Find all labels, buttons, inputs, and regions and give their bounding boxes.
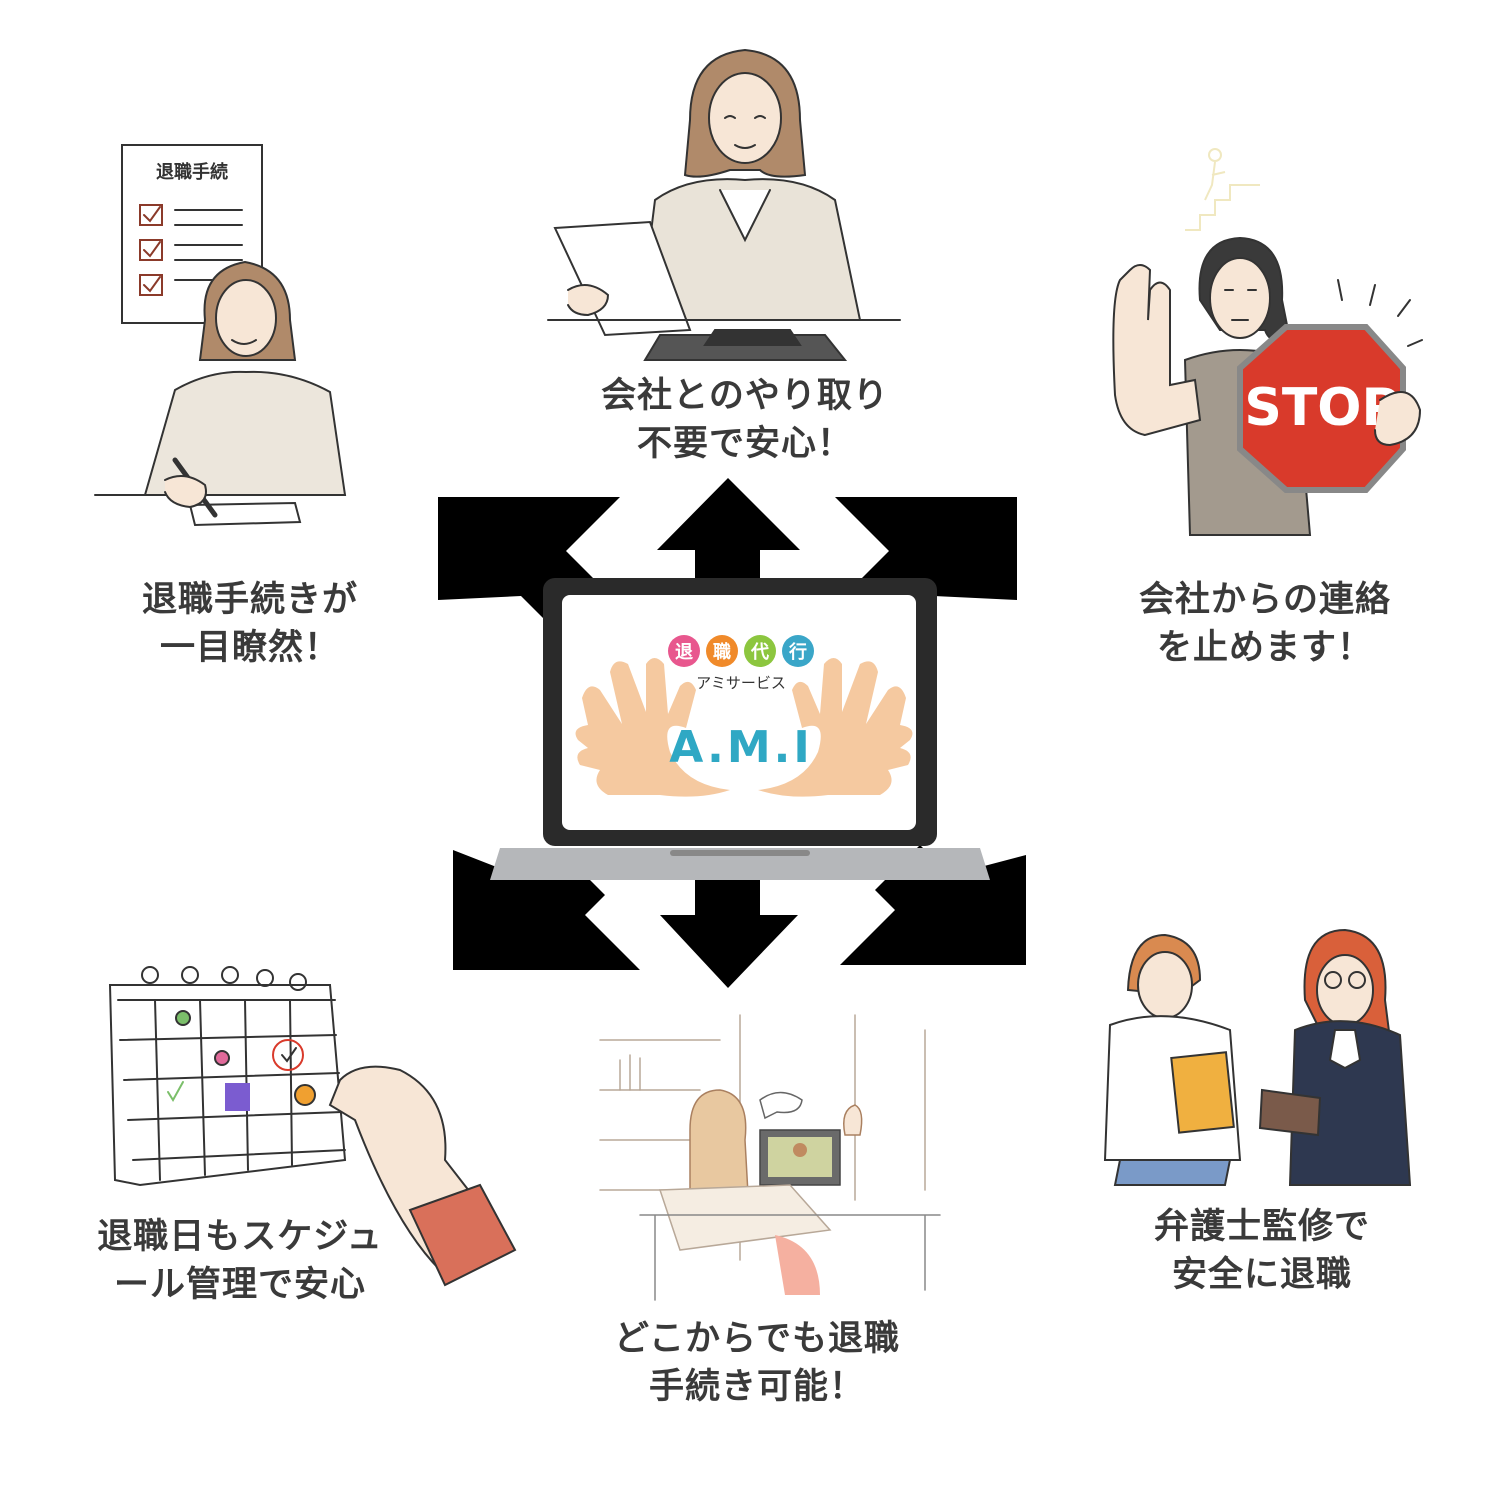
checklist-woman-illustration: 退職手続 — [94, 144, 347, 527]
caption-bottom-left: 退職日もスケジュ ール管理で安心 — [60, 1213, 420, 1309]
badge-circle-3 — [744, 635, 776, 667]
caption-bottom-line-1: どこからでも退職 — [614, 1319, 900, 1359]
laptop-base — [490, 848, 990, 880]
stop-woman-illustration: STOP — [1112, 236, 1423, 536]
caption-bottom-right-line-2: 安全に退職 — [1171, 1255, 1352, 1295]
stop-sign — [1237, 324, 1406, 493]
caption-top-line-2: 不要で安心！ — [636, 424, 853, 464]
badge-circle-4 — [782, 635, 814, 667]
logo-text: A.M.I — [669, 722, 812, 773]
badge-char-4: 行 — [788, 641, 807, 663]
badge-char-2: 職 — [713, 641, 731, 663]
badge-char-3: 代 — [750, 642, 769, 663]
service-badges: 退 職 代 行 — [668, 635, 814, 667]
caption-bottom-line-2: 手続き可能！ — [648, 1367, 865, 1407]
checklist-title: 退職手続 — [156, 161, 228, 183]
arrow-down — [660, 880, 798, 988]
caption-bottom-right-line-1: 弁護士監修で — [1153, 1207, 1370, 1247]
caption-bottom: どこからでも退職 手続き可能！ — [577, 1315, 937, 1411]
badge-circle-1 — [668, 635, 700, 667]
caption-top-right-line-2: を止めます！ — [1156, 628, 1373, 668]
stairs-icon — [1185, 148, 1260, 231]
badge-char-1: 退 — [675, 642, 693, 663]
caption-top: 会社とのやり取り 不要で安心！ — [565, 372, 925, 468]
caption-top-right: 会社からの連絡 を止めます！ — [1085, 576, 1445, 672]
laptop: 退 職 代 行 アミサービス A.M.I — [490, 578, 990, 880]
caption-bottom-left-line-1: 退職日もスケジュ — [97, 1217, 383, 1257]
caption-top-right-line-1: 会社からの連絡 — [1138, 580, 1391, 620]
stop-sign-text: STOP — [1244, 378, 1399, 438]
service-subtitle: アミサービス — [696, 674, 786, 692]
woman-at-desk-illustration — [547, 48, 901, 361]
remote-work-illustration — [599, 1014, 941, 1301]
lawyer-illustration — [1103, 928, 1412, 1186]
caption-top-left-line-2: 一目瞭然！ — [159, 628, 340, 668]
badge-circle-2 — [706, 635, 738, 667]
arrow-up — [657, 478, 800, 585]
caption-bottom-right: 弁護士監修で 安全に退職 — [1082, 1203, 1442, 1299]
caption-top-left: 退職手続きが 一目瞭然！ — [70, 576, 430, 672]
hand-left-illustration — [575, 658, 730, 797]
caption-top-line-1: 会社とのやり取り — [601, 376, 889, 416]
ami-logo: 退 職 代 行 アミサービス A.M.I — [575, 635, 913, 797]
calendar-illustration — [108, 966, 517, 1287]
caption-bottom-left-line-2: ール管理で安心 — [113, 1265, 366, 1305]
caption-top-left-line-1: 退職手続きが — [141, 580, 358, 620]
hand-right-illustration — [758, 658, 913, 797]
